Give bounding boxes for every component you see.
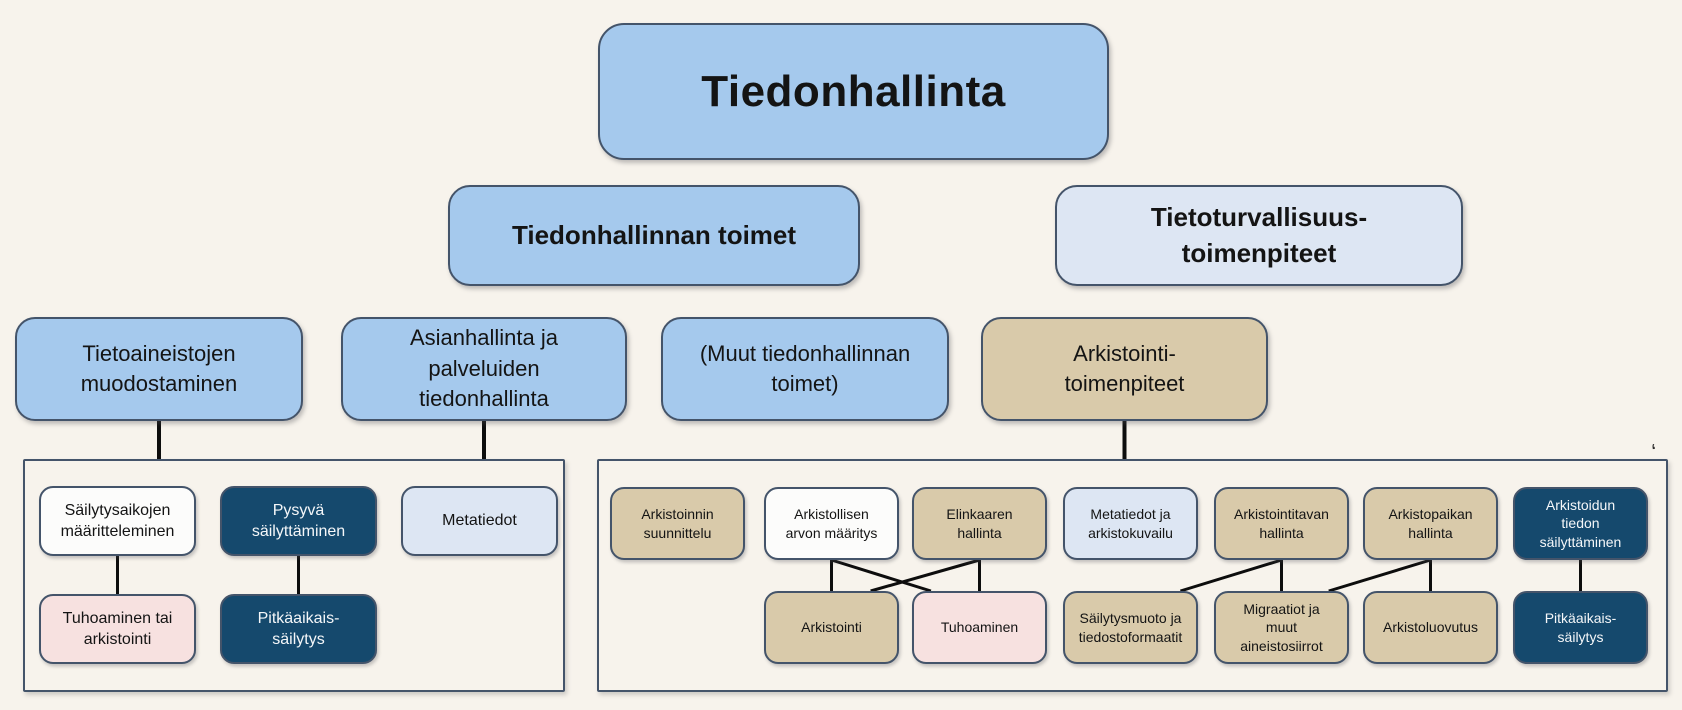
node-label: Arkistointi bbox=[801, 619, 862, 636]
node-arkistointi: Arkistointi bbox=[764, 591, 899, 664]
node-label: Tiedonhallinnan toimet bbox=[511, 219, 797, 250]
node-tuhoaminen: Tuhoaminen bbox=[912, 591, 1047, 664]
node-tietoaineistojen-muodostaminen: Tietoaineistojen muodostaminen bbox=[15, 317, 303, 421]
node-pitkaaikais-sailytys-right: Pitkäaikais- säilytys bbox=[1513, 591, 1648, 664]
node-label: Arkistoluovutus bbox=[1383, 619, 1478, 636]
node-label: Arkistopaikan hallinta bbox=[1388, 506, 1473, 541]
node-label: Asianhallinta ja palveluiden tiedonhalli… bbox=[410, 325, 558, 412]
node-migraatiot-ja-muut-aineistosiirrot: Migraatiot ja muut aineistosiirrot bbox=[1214, 591, 1349, 664]
node-arkistollisen-arvon-maaritys: Arkistollisen arvon määritys bbox=[764, 487, 899, 560]
node-label: Arkistointi- toimenpiteet bbox=[1064, 340, 1185, 396]
node-label: Tuhoaminen tai arkistointi bbox=[62, 609, 173, 648]
node-label: Pitkäaikais- säilytys bbox=[257, 609, 340, 648]
node-label: Säilytysmuoto ja tiedostoformaatit bbox=[1078, 610, 1183, 645]
node-label: Metatiedot bbox=[442, 512, 517, 530]
node-metatiedot: Metatiedot bbox=[401, 486, 558, 556]
node-label: Pitkäaikais- säilytys bbox=[1544, 610, 1617, 645]
node-elinkaaren-hallinta: Elinkaaren hallinta bbox=[912, 487, 1047, 560]
node-label: Metatiedot ja arkistokuvailu bbox=[1088, 506, 1173, 541]
node-arkistoidun-tiedon-sailyttaminen: Arkistoidun tiedon säilyttäminen bbox=[1513, 487, 1648, 560]
node-label: Migraatiot ja muut aineistosiirrot bbox=[1240, 600, 1323, 654]
node-label: Arkistollisen arvon määritys bbox=[785, 506, 878, 541]
node-label: Arkistoinnin suunnittelu bbox=[641, 506, 714, 541]
node-muut-tiedonhallinnan-toimet: (Muut tiedonhallinnan toimet) bbox=[661, 317, 949, 421]
node-label: Arkistointitavan hallinta bbox=[1234, 506, 1329, 541]
node-arkistoluovutus: Arkistoluovutus bbox=[1363, 591, 1498, 664]
node-tiedonhallinta: Tiedonhallinta bbox=[598, 23, 1109, 160]
node-arkistopaikan-hallinta: Arkistopaikan hallinta bbox=[1363, 487, 1498, 560]
node-pitkaaikais-sailytys-left: Pitkäaikais- säilytys bbox=[220, 594, 377, 664]
node-label: Tiedonhallinta bbox=[701, 66, 1006, 116]
node-label: Säilytysaikojen määritteleminen bbox=[60, 501, 175, 540]
node-label: (Muut tiedonhallinnan toimet) bbox=[699, 340, 911, 396]
node-label: Arkistoidun tiedon säilyttäminen bbox=[1539, 496, 1622, 550]
node-metatiedot-ja-arkistokuvailu: Metatiedot ja arkistokuvailu bbox=[1063, 487, 1198, 560]
node-label: Tietoturvallisuus- toimenpiteet bbox=[1150, 202, 1368, 268]
node-tiedonhallinnan-toimet: Tiedonhallinnan toimet bbox=[448, 185, 860, 286]
node-asianhallinta: Asianhallinta ja palveluiden tiedonhalli… bbox=[341, 317, 627, 421]
node-pysyva-sailyttaminen: Pysyvä säilyttäminen bbox=[220, 486, 377, 556]
node-tietoturvallisuus-toimenpiteet: Tietoturvallisuus- toimenpiteet bbox=[1055, 185, 1463, 286]
group-arkistointi-detail bbox=[597, 459, 1668, 692]
node-arkistointitavan-hallinta: Arkistointitavan hallinta bbox=[1214, 487, 1349, 560]
node-label: Elinkaaren hallinta bbox=[946, 506, 1013, 541]
node-arkistoinnin-suunnittelu: Arkistoinnin suunnittelu bbox=[610, 487, 745, 560]
node-label: Tuhoaminen bbox=[940, 619, 1019, 636]
node-tuhoaminen-tai-arkistointi: Tuhoaminen tai arkistointi bbox=[39, 594, 196, 664]
node-label: Pysyvä säilyttäminen bbox=[251, 501, 346, 540]
node-sailytysaikojen-maaritteleminen: Säilytysaikojen määritteleminen bbox=[39, 486, 196, 556]
group-tiedonhallinta-detail bbox=[23, 459, 565, 692]
node-arkistointi-toimenpiteet: Arkistointi- toimenpiteet bbox=[981, 317, 1268, 421]
node-sailytysmuoto-ja-tiedostoformaatit: Säilytysmuoto ja tiedostoformaatit bbox=[1063, 591, 1198, 664]
node-label: Tietoaineistojen muodostaminen bbox=[80, 340, 238, 396]
